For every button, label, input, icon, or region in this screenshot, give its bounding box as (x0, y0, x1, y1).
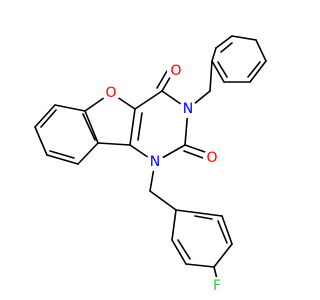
bond (177, 239, 191, 260)
atom-label-bg (146, 153, 164, 171)
bond (184, 144, 206, 153)
bond (149, 190, 177, 211)
bond (84, 110, 99, 144)
atom-label: F (213, 278, 221, 294)
bond (221, 215, 233, 245)
bond (82, 113, 96, 141)
bond (213, 243, 233, 268)
bond (46, 154, 79, 165)
bond (49, 150, 75, 159)
bond (34, 126, 48, 156)
bond (211, 47, 217, 62)
bond (215, 35, 233, 49)
molecule-structure-canvas: N N O O O F (34, 35, 267, 295)
bond (249, 60, 267, 83)
bond (40, 109, 57, 128)
atom-label-bg (203, 149, 221, 167)
bond (211, 60, 225, 83)
bond (247, 61, 261, 78)
bond (217, 61, 228, 78)
atom-label-bg (167, 62, 185, 80)
atom-label: N (150, 154, 160, 170)
bond (183, 150, 204, 159)
atom-label: O (206, 150, 217, 166)
bond-lines (34, 35, 267, 280)
atom-label-bg (179, 100, 197, 118)
bond (255, 39, 267, 62)
atom-label: O (170, 63, 181, 79)
bond (217, 220, 228, 244)
bond (171, 239, 187, 265)
bond (134, 90, 163, 110)
bond (220, 42, 233, 53)
atom-labels: N N O O O F (102, 62, 226, 295)
bond (175, 209, 223, 217)
bond (54, 104, 86, 112)
atom-label: O (105, 85, 116, 101)
atom-label: N (183, 101, 193, 117)
bond (231, 35, 257, 41)
molecule-diagram: N N O O O F (34, 35, 267, 295)
bond (129, 108, 136, 146)
bond (185, 263, 215, 268)
bond (97, 142, 131, 146)
bond (213, 266, 218, 280)
bond (171, 209, 177, 241)
bond (77, 142, 99, 165)
atom-label-bg (208, 277, 226, 295)
atom-label-bg (102, 84, 120, 102)
bond (194, 215, 213, 220)
bond (209, 60, 213, 92)
bond (34, 104, 56, 128)
bond (156, 70, 168, 89)
bond (137, 112, 143, 141)
